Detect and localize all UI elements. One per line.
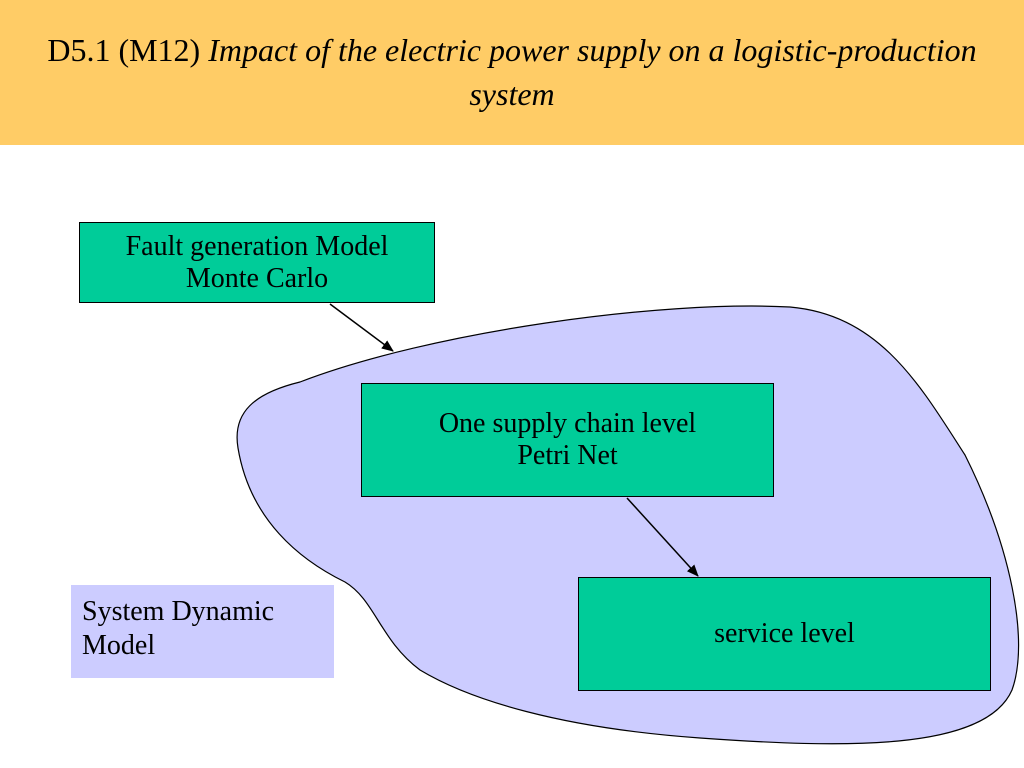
service-level-box: service level — [578, 577, 991, 691]
supply-chain-line1: One supply chain level — [438, 408, 697, 439]
arrow-chain-to-service — [626, 497, 699, 577]
supply-chain-level-box: One supply chain level Petri Net — [361, 383, 774, 497]
slide-title: D5.1 (M12) Impact of the electric power … — [10, 28, 1014, 116]
system-dynamic-line1: System Dynamic — [82, 596, 275, 627]
service-level-line1: service level — [714, 618, 855, 649]
title-text: Impact of the electric power supply on a… — [208, 32, 977, 112]
supply-chain-line2: Petri Net — [517, 440, 618, 471]
system-dynamic-line2: Model — [82, 630, 156, 661]
system-dynamic-model-label: System Dynamic Model — [71, 585, 334, 678]
arrow-fault-to-system — [329, 303, 394, 352]
title-bar: D5.1 (M12) Impact of the electric power … — [0, 0, 1024, 145]
fault-model-line2: Monte Carlo — [185, 262, 329, 294]
fault-generation-model-box: Fault generation Model Monte Carlo — [79, 222, 435, 303]
fault-model-line1: Fault generation Model — [125, 230, 389, 262]
title-code: D5.1 (M12) — [47, 32, 201, 68]
